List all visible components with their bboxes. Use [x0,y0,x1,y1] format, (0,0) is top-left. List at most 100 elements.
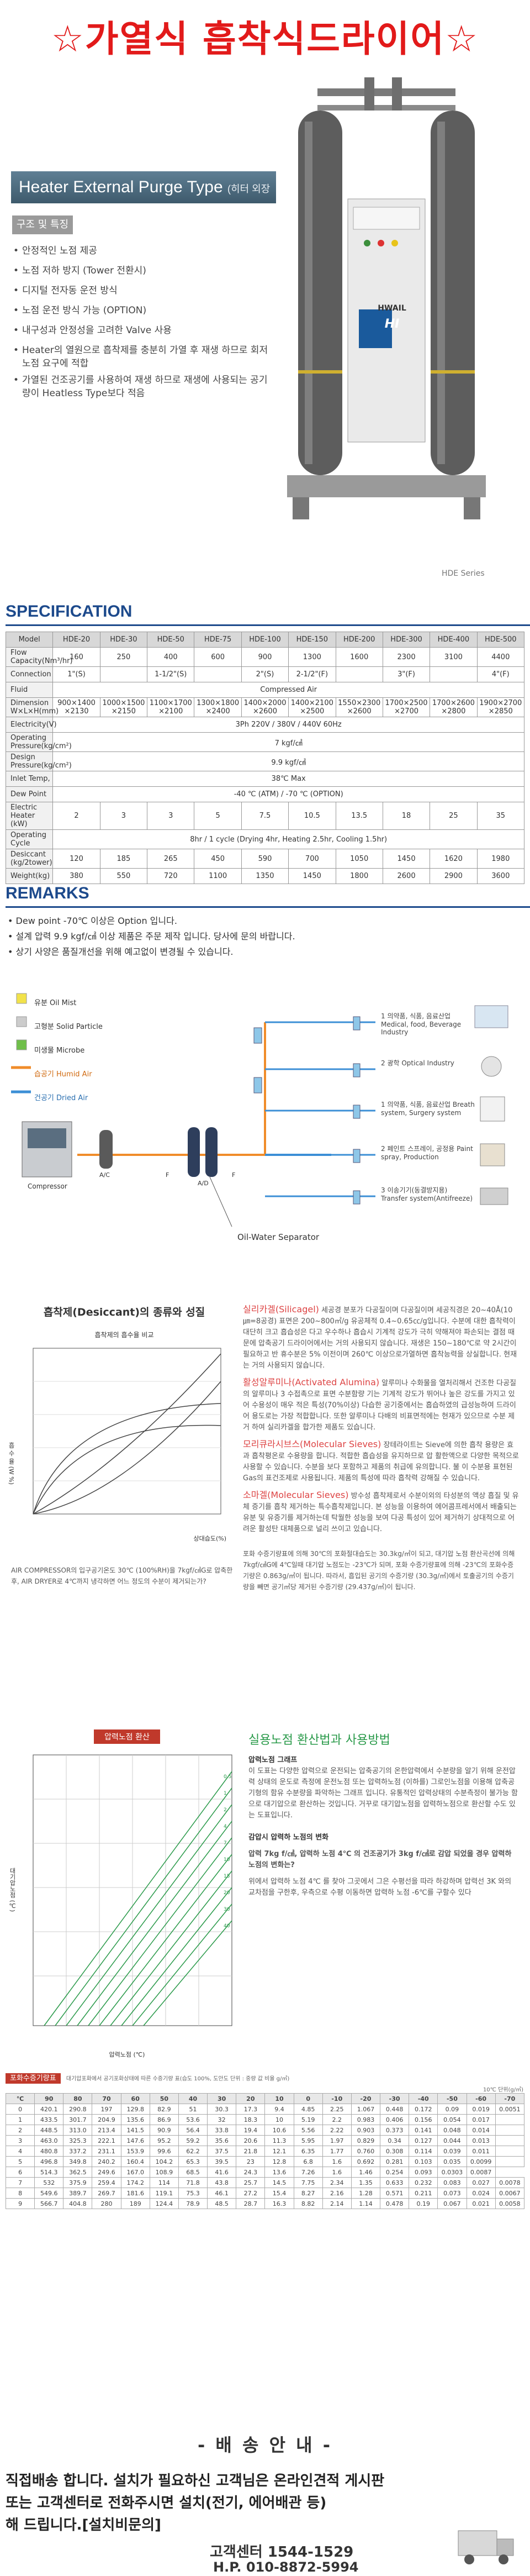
humidity-cell: 532 [34,2177,64,2188]
spec-model: HDE-100 [241,632,289,648]
dewpoint-section-title: 실용노점 환산법과 사용방법 [248,1733,390,1747]
spec-cell [335,666,383,682]
dewpoint-sub2: 감압시 압력하 노점의 변화 [248,1833,329,1842]
humidity-cell: 0.0067 [495,2188,525,2199]
humidity-cell: 0.014 [466,2125,496,2136]
humidity-cell: 13.6 [264,2167,294,2178]
humidity-cell: 1.6 [322,2156,352,2167]
humidity-cell: 37.5 [207,2146,237,2157]
dewpoint-curve-label: 10 [224,1857,230,1863]
humidity-cell: 59.2 [178,2135,208,2146]
humidity-cell: 448.5 [34,2125,64,2136]
humidity-cell: 0.103 [409,2156,438,2167]
spec-cell: 1620 [430,849,478,869]
humidity-cell: 71.8 [178,2177,208,2188]
delivery-section: - 배 송 안 내 - 직접배송 합니다. 설치가 필요하신 고객님은 온라인견… [0,2435,530,2576]
humidity-cell: 0.027 [466,2177,496,2188]
humidity-cell: 0.141 [409,2125,438,2136]
spec-model: HDE-500 [476,632,525,648]
humidity-table-section: 포화수증기량표 대기압포화에서 공기포화상태에 따른 수증기량 표(습도 100… [0,2072,530,2437]
spec-row-label: Fluid [5,682,54,698]
humidity-header-cell: -60 [466,2093,496,2104]
humidity-cell: 0.19 [409,2198,438,2209]
desiccant-desc: 알루미나 수화물을 열처리해서 건조한 다공질의 알루미나 3 수접촉으로 표면… [243,1379,517,1432]
specification-section: SPECIFICATION Model HDE-20 HDE-30 HDE-50… [0,602,530,967]
humidity-cell: 95.2 [149,2135,179,2146]
humidity-header-cell: 50 [149,2093,179,2104]
humidity-cell: 15.4 [264,2188,294,2199]
spec-heading: SPECIFICATION [6,602,132,621]
humidity-cell: 0.172 [409,2104,438,2115]
spec-cell: 1400×2000 ×2600 [241,697,289,717]
desiccant-name: 실리카겔(Silicagel) [243,1304,319,1315]
humidity-cell: 43.8 [207,2177,237,2188]
spec-cell: 1100×1700 ×2100 [147,697,195,717]
humidity-cell: 0.373 [380,2125,410,2136]
features-label: 구조 및 특징 [12,215,73,234]
humidity-cell: 0.633 [380,2177,410,2188]
spec-model-label: Model [5,632,54,648]
spec-cell: 18 [382,802,431,830]
dewpoint-curve-label: 15 [224,1874,230,1879]
humidity-cell: 0.024 [466,2188,496,2199]
spec-cell: 5 [194,802,242,830]
humidity-cell: 0.0087 [466,2167,496,2178]
humidity-cell: 0.232 [409,2177,438,2188]
humidity-cell: 24.3 [236,2167,266,2178]
delivery-lines: 직접배송 합니다. 설치가 필요하신 고객님은 온라인견적 게시판 또는 고객센… [6,2470,524,2536]
humidity-cell: 313.0 [63,2125,93,2136]
humidity-cell: 8 [5,2188,35,2199]
legend-item: 고형분 Solid Particle [34,1023,103,1031]
humidity-cell: 0.903 [351,2125,381,2136]
spec-cell: 900×1400 ×2130 [52,697,100,717]
humidity-cell: 135.6 [120,2114,150,2125]
humidity-cell: 65.3 [178,2156,208,2167]
spec-cell: 600 [194,647,242,667]
spec-row-label: Inlet Temp, [5,771,54,787]
humidity-cell: 197 [92,2104,121,2115]
humidity-cell: 290.8 [63,2104,93,2115]
humidity-cell: 2.22 [322,2125,352,2136]
humidity-cell: 301.7 [63,2114,93,2125]
humidity-cell [495,2146,525,2157]
feature-item: 내구성과 안정성을 고려한 Valve 사용 [12,320,272,340]
spec-cell: 4400 [476,647,525,667]
humidity-cell: 25.7 [236,2177,266,2188]
humidity-header-cell: 60 [120,2093,150,2104]
features-list: 안정적인 노점 제공 노점 저하 방지 (Tower 전환시) 디지털 전자동 … [12,241,272,403]
humidity-cell: 14.5 [264,2177,294,2188]
humidity-cell: 2.14 [322,2198,352,2209]
humidity-cell: 9 [5,2198,35,2209]
dewpoint-curve-label: 30 [224,1907,230,1912]
humidity-header-cell: 10 [264,2093,294,2104]
humidity-cell: 141.5 [120,2125,150,2136]
humidity-cell: 6.8 [293,2156,323,2167]
spec-rule [6,624,530,626]
humidity-cell: 41.6 [207,2167,237,2178]
dewpoint-curve-label: 7 [224,1841,227,1846]
humidity-cell: 78.9 [178,2198,208,2209]
humidity-header-cell: 20 [236,2093,266,2104]
humidity-cell: 463.0 [34,2135,64,2146]
humidity-cell: 11.3 [264,2135,294,2146]
technical-info-section: 흡착제(Desiccant)의 종류와 성질 흡착제의 흡수율 비교 흡 수 율… [0,1304,530,2078]
spec-cell: 120 [52,849,100,869]
remark-text: 설계 압력 9.9 kgf/㎠ 이상 제품은 주문 제작 입니다. 당사에 문의… [15,931,295,942]
spec-row-label: Operating Pressure(kg/cm²) [5,732,72,752]
humidity-cell [495,2156,525,2167]
spec-cell: 185 [99,849,148,869]
humidity-cell: 0.048 [437,2125,467,2136]
remarks-heading: REMARKS [6,884,89,902]
humidity-cell: 16.3 [264,2198,294,2209]
spec-cell: 8hr / 1 cycle (Drying 4hr, Heating 2.5hr… [52,829,524,849]
humidity-cell [495,2125,525,2136]
spec-cell [430,666,478,682]
spec-cell: 2 [52,802,100,830]
humidity-cell: 496.8 [34,2156,64,2167]
spec-model: HDE-200 [335,632,383,648]
page-title: ☆가열식 흡착식드라이어☆ [51,18,479,60]
delivery-truck-icon [458,2530,514,2564]
remark-item: • 설계 압력 9.9 kgf/㎠ 이상 제품은 주문 제작 입니다. 당사에 … [8,931,295,942]
